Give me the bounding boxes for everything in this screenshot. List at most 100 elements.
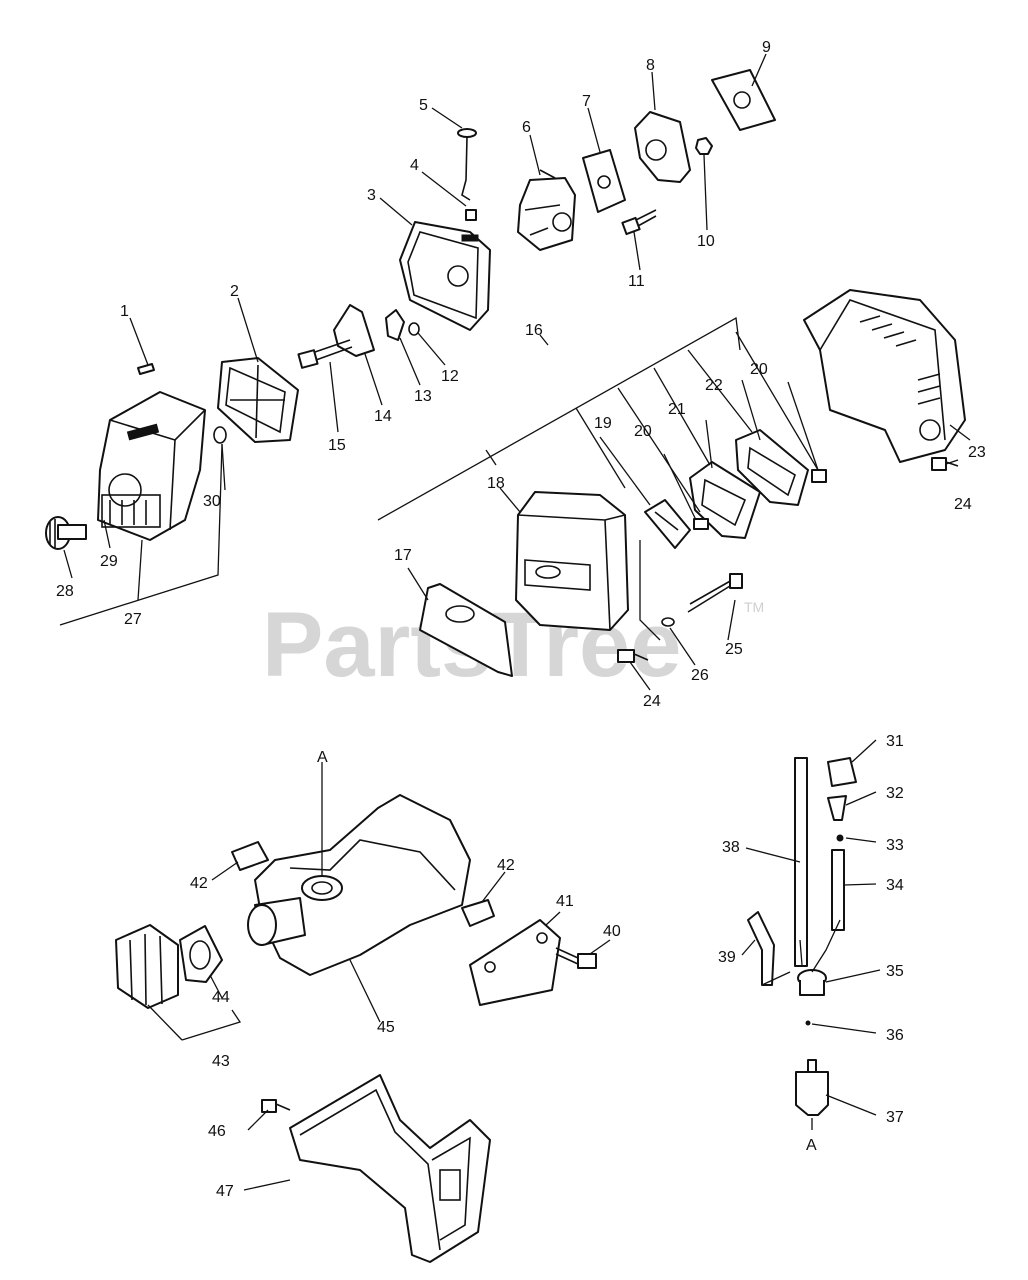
- part-42-grommet-b: [461, 899, 495, 927]
- part-1-decal: [137, 363, 155, 375]
- callout-33: 33: [886, 837, 904, 854]
- callout-30: 30: [203, 493, 221, 510]
- part-24-screw-b: [617, 649, 649, 663]
- callout-37: 37: [886, 1109, 904, 1126]
- callout-28: 28: [56, 583, 74, 600]
- part-45-fuel-tank: [247, 794, 471, 976]
- callout-1: 1: [120, 303, 129, 320]
- part-18-muffler: [515, 491, 629, 631]
- part-37-fuel-filter: [795, 1059, 829, 1116]
- callout-18: 18: [487, 475, 505, 492]
- callout-39: 39: [718, 949, 736, 966]
- callout-36: 36: [886, 1027, 904, 1044]
- part-47-guard: [289, 1074, 491, 1263]
- callout-9: 9: [762, 39, 771, 56]
- part-9-gasket: [711, 69, 776, 131]
- callout-41: 41: [556, 893, 574, 910]
- callout-32: 32: [886, 785, 904, 802]
- callout-21: 21: [668, 401, 686, 418]
- callout-12: 12: [441, 368, 459, 385]
- callout-22: 22: [705, 377, 723, 394]
- callout-A-tank: A: [317, 749, 328, 766]
- part-46-screw: [261, 1099, 291, 1113]
- callout-16: 16: [525, 322, 543, 339]
- callout-44: 44: [212, 989, 230, 1006]
- callout-17: 17: [394, 547, 412, 564]
- part-25-bolt: [687, 573, 743, 613]
- callout-24b: 24: [643, 693, 661, 710]
- callout-43: 43: [212, 1053, 230, 1070]
- part-31-grommet: [827, 757, 857, 787]
- part-12-washer: [408, 322, 420, 336]
- part-40-screw: [555, 947, 597, 969]
- callout-labels: 1 2 3 4 5 6 7 8 9 10 11 12 13 14 15 16 1…: [56, 39, 986, 1200]
- part-2-air-filter: [217, 357, 299, 443]
- callout-34: 34: [886, 877, 904, 894]
- part-13-choke-lever: [385, 309, 405, 341]
- part-35-grommet: [797, 969, 827, 996]
- part-7-gasket: [582, 149, 626, 213]
- part-23-shroud: [803, 289, 966, 463]
- callout-2: 2: [230, 283, 239, 300]
- part-44-gasket: [179, 925, 223, 983]
- part-15-bolt: [297, 339, 353, 369]
- part-17-heat-shield: [419, 583, 513, 677]
- part-8-insulator: [634, 111, 691, 183]
- part-32-vent: [827, 795, 847, 821]
- callout-47: 47: [216, 1183, 234, 1200]
- callout-13: 13: [414, 388, 432, 405]
- part-19-spark-screen: [644, 499, 691, 549]
- callout-31: 31: [886, 733, 904, 750]
- part-20-screw-a: [693, 518, 709, 530]
- part-34-tube: [831, 849, 845, 931]
- callout-15: 15: [328, 437, 346, 454]
- part-20-screw-b: [811, 469, 827, 483]
- part-33-ball: [836, 834, 844, 842]
- callout-42b: 42: [497, 857, 515, 874]
- part-26-washer: [661, 617, 675, 627]
- part-41-bracket: [469, 919, 561, 1006]
- callout-3: 3: [367, 187, 376, 204]
- callout-38: 38: [722, 839, 740, 856]
- callout-4: 4: [410, 157, 419, 174]
- part-11-screw: [621, 209, 657, 236]
- callout-5: 5: [419, 97, 428, 114]
- callout-14: 14: [374, 408, 392, 425]
- callout-20b: 20: [750, 361, 768, 378]
- callout-6: 6: [522, 119, 531, 136]
- callout-10: 10: [697, 233, 715, 250]
- part-28-knob: [45, 516, 87, 550]
- part-5-choke-rod: [457, 128, 477, 201]
- callout-25: 25: [725, 641, 743, 658]
- callout-27: 27: [124, 611, 142, 628]
- callout-19: 19: [594, 415, 612, 432]
- callout-45: 45: [377, 1019, 395, 1036]
- callout-24a: 24: [954, 496, 972, 513]
- callout-40: 40: [603, 923, 621, 940]
- part-43-fuel-cap: [115, 924, 179, 1009]
- part-38-fuel-line: [794, 757, 808, 967]
- leader-lines: [59, 53, 971, 1191]
- callout-23: 23: [968, 444, 986, 461]
- callout-29: 29: [100, 553, 118, 570]
- watermark-tm: TM: [744, 599, 764, 615]
- part-6-carburetor: [517, 169, 576, 251]
- callout-7: 7: [582, 93, 591, 110]
- part-22-gasket: [735, 429, 809, 506]
- callout-42a: 42: [190, 875, 208, 892]
- part-3-air-filter-base: [399, 221, 491, 331]
- part-39-return-line: [747, 911, 775, 986]
- part-30-o-ring: [213, 426, 227, 444]
- callout-46: 46: [208, 1123, 226, 1140]
- part-4-bushing: [465, 209, 477, 221]
- part-14-bracket: [333, 304, 375, 357]
- part-10-nut: [695, 137, 713, 155]
- part-27-air-filter-cover: [97, 391, 206, 541]
- part-42-grommet-a: [231, 841, 269, 871]
- callout-A-filter: A: [806, 1137, 817, 1154]
- callout-8: 8: [646, 57, 655, 74]
- part-24-screw-a: [931, 457, 959, 471]
- callout-20a: 20: [634, 423, 652, 440]
